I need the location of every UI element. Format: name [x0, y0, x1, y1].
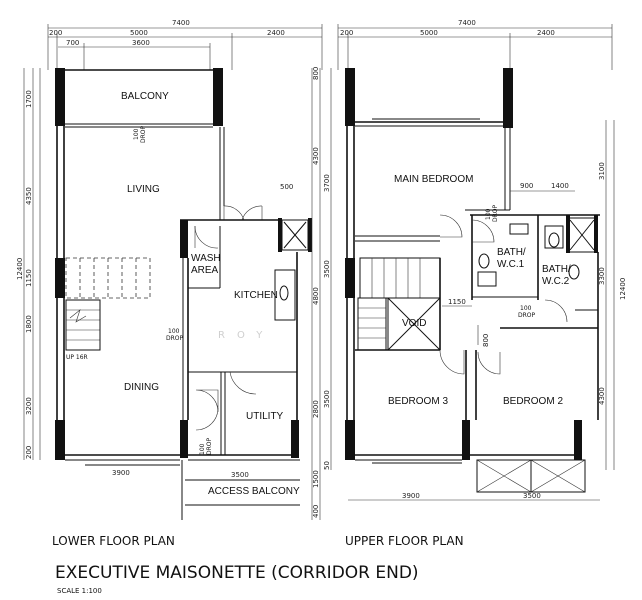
u-dim-top-c: 2400 [537, 29, 555, 37]
room-utility: UTILITY [246, 411, 284, 422]
dim-top-b: 5000 [130, 29, 148, 37]
dim-mid-4: 4800 [312, 287, 320, 305]
dim-left-1: 1700 [25, 90, 33, 108]
room-dining: DINING [124, 382, 159, 393]
note-drop-3: 100 [199, 443, 206, 455]
drawing-title: EXECUTIVE MAISONETTE (CORRIDOR END) [55, 563, 419, 583]
u-dim-right-2: 3300 [598, 267, 606, 285]
room-bedroom-2: BEDROOM 2 [503, 396, 563, 407]
u-dim-left-2: 3500 [323, 260, 331, 278]
dim-left-2: 4350 [25, 187, 33, 205]
dim-top-d: 700 [66, 39, 79, 47]
dim-mid-2: 4300 [312, 147, 320, 165]
room-wash: WASH [191, 253, 221, 264]
dim-left-5: 3200 [25, 397, 33, 415]
u-dim-left-4: 50 [323, 461, 331, 470]
u-dim-top-b: 5000 [420, 29, 438, 37]
room-kitchen: KITCHEN [234, 290, 278, 301]
dim-mid-5: 2800 [312, 400, 320, 418]
note-drop-1: 100 [133, 128, 140, 140]
room-void: VOID [402, 318, 426, 329]
upper-floor-plan: 7400 200 5000 2400 3700 3500 3500 50 [323, 19, 627, 501]
dim-mid-6: 1500 [312, 470, 320, 488]
u-dim-inner-1: 900 [520, 182, 533, 190]
dim-bottom-2: 3500 [231, 471, 249, 479]
room-main-bedroom: MAIN BEDROOM [394, 174, 473, 185]
u-note-drop-1: 100 [485, 208, 492, 220]
room-balcony: BALCONY [121, 91, 169, 102]
room-bath-1: BATH/ [497, 247, 526, 258]
watermark: ROY [218, 330, 274, 341]
u-dim-inner-3: 1150 [448, 298, 466, 306]
caption-upper: UPPER FLOOR PLAN [345, 534, 464, 548]
room-bath-1-wc: W.C.1 [497, 259, 525, 270]
caption-lower: LOWER FLOOR PLAN [52, 534, 175, 548]
room-bedroom-3: BEDROOM 3 [388, 396, 448, 407]
room-bath-2: BATH/ [542, 264, 571, 275]
dim-top-a: 200 [49, 29, 62, 37]
u-note-drop-2: 100 [520, 305, 532, 312]
u-dim-inner-2: 1400 [551, 182, 569, 190]
drawing-scale: SCALE 1:100 [57, 587, 102, 595]
dim-left-6: 200 [25, 446, 33, 459]
lower-floor-plan: 7400 200 5000 2400 700 3600 1700 4350 11… [16, 19, 323, 520]
u-dim-right-3: 4300 [598, 387, 606, 405]
u-dim-right-total: 12400 [619, 278, 627, 300]
room-living: LIVING [127, 184, 160, 195]
u-dim-left-1: 3700 [323, 174, 331, 192]
u-dim-right-1: 3100 [598, 162, 606, 180]
note-drop-2b: DROP [166, 335, 184, 342]
note-drop-2: 100 [168, 328, 180, 335]
u-dim-top-total: 7400 [458, 19, 476, 27]
u-dim-bottom-2: 3500 [523, 492, 541, 500]
room-wash-area: AREA [191, 265, 219, 276]
u-dim-top-a: 200 [340, 29, 353, 37]
dim-left-total: 12400 [16, 258, 24, 280]
dim-top-c: 2400 [267, 29, 285, 37]
u-note-drop-1b: DROP [492, 204, 499, 222]
u-dim-inner-4: 800 [482, 334, 490, 347]
dim-top-e: 3600 [132, 39, 150, 47]
dim-mid-1: 800 [312, 67, 320, 80]
u-note-drop-2b: DROP [518, 312, 536, 319]
dim-bottom-1: 3900 [112, 469, 130, 477]
dim-mid-7: 400 [312, 505, 320, 518]
room-bath-2-wc: W.C.2 [542, 276, 570, 287]
note-drop-3b: DROP [206, 437, 213, 455]
room-access-balcony: ACCESS BALCONY [208, 486, 300, 497]
dim-left-3: 1150 [25, 269, 33, 287]
note-up-16r: UP 16R [66, 354, 88, 361]
dim-mid-3: 500 [280, 183, 293, 191]
dim-left-4: 1800 [25, 315, 33, 333]
note-drop-1b: DROP [140, 125, 147, 143]
dim-top-total: 7400 [172, 19, 190, 27]
u-dim-left-3: 3500 [323, 390, 331, 408]
u-dim-bottom-1: 3900 [402, 492, 420, 500]
